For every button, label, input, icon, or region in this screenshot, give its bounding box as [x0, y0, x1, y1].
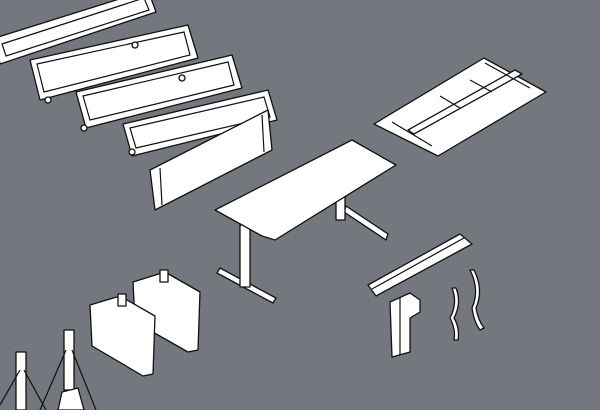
cable-tray — [367, 233, 473, 297]
screen-panel-3 — [122, 89, 278, 157]
large-screen-panel — [0, 0, 157, 65]
modesty-panel — [149, 109, 273, 211]
storage-case-1 — [89, 293, 156, 377]
mounting-bracket — [389, 292, 421, 358]
screen-panel-2 — [75, 54, 243, 132]
sit-stand-desk — [214, 139, 397, 304]
table-top-with-frame — [373, 57, 547, 157]
cable-spine — [449, 269, 485, 341]
screen-panel-1 — [29, 24, 199, 104]
